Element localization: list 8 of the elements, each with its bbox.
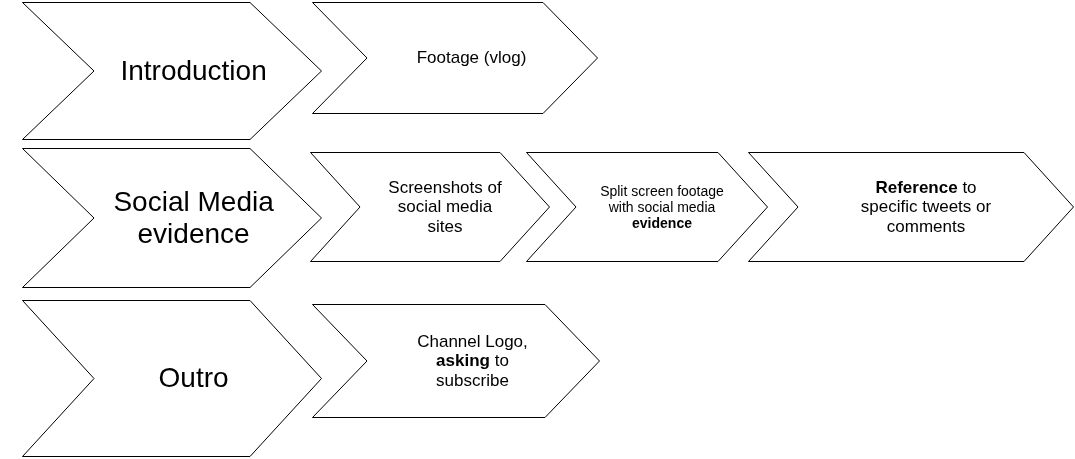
stage-title: Introduction xyxy=(119,54,268,88)
stage-title: Social Media evidence xyxy=(112,185,275,251)
stage-title: Outro xyxy=(157,362,230,395)
step-text: Footage (vlog) xyxy=(415,48,528,68)
step-text: Split screen footage with social media evidence xyxy=(599,182,725,232)
step-text: Channel Logo, asking to subscribe xyxy=(416,331,529,391)
step-text: Screenshots of social media sites xyxy=(387,177,503,237)
step-text: Reference to specific tweets or comments xyxy=(859,177,993,237)
